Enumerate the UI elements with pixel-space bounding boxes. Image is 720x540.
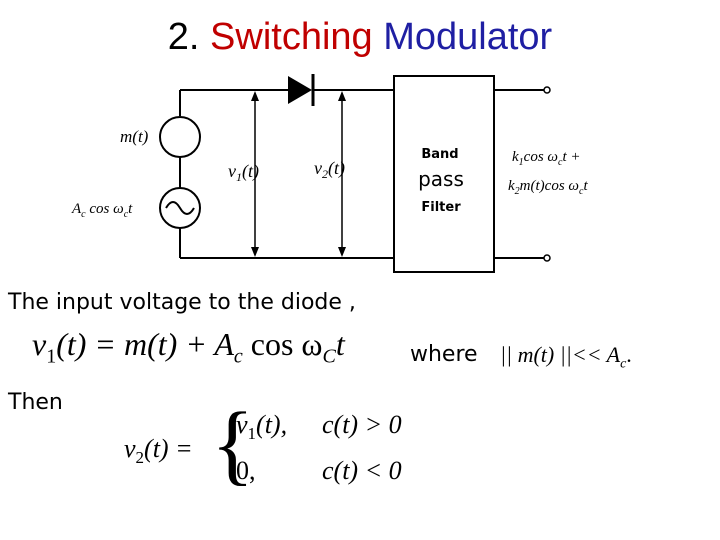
- where-label: where: [410, 342, 478, 367]
- output-terminal-top: [543, 86, 551, 94]
- v1-arrow-up: [251, 91, 259, 101]
- v1-label: v1(t): [228, 161, 259, 184]
- v1-arrow-down: [251, 247, 259, 257]
- output-term-2: k2m(t)cos ωct: [508, 178, 588, 197]
- v2-arrow-up: [338, 91, 346, 101]
- v2-label: v2(t): [314, 158, 345, 181]
- title-number: 2.: [167, 16, 200, 58]
- output-term-1: k1cos ωct +: [512, 149, 581, 168]
- diode-symbol: [288, 76, 312, 104]
- bpf-label-filter: Filter: [421, 200, 461, 215]
- output-terminal-bottom: [543, 254, 551, 262]
- band-pass-filter-box: [393, 75, 495, 273]
- input-voltage-sentence: The input voltage to the diode ,: [8, 290, 356, 315]
- bpf-label-pass: pass: [418, 167, 464, 191]
- equation-v2-case1-condition: c(t) > 0: [322, 410, 402, 439]
- bpf-label-band: Band: [421, 147, 458, 162]
- slide-title: 2. Switching Modulator: [0, 14, 720, 60]
- source-m-label: m(t): [120, 127, 149, 146]
- condition-expression: || m(t) ||<< Ac.: [500, 342, 632, 372]
- then-label: Then: [8, 390, 63, 415]
- equation-v2-case2: 0,: [236, 456, 256, 485]
- title-word-switching: Switching: [210, 16, 373, 58]
- title-word-modulator: Modulator: [383, 16, 553, 58]
- switching-modulator-circuit: m(t) Ac cos ωct v1(t) v2(t) Band pass Fi…: [71, 74, 588, 273]
- source-ac-label: Ac cos ωct: [71, 201, 133, 220]
- equation-v2-lhs: v2(t) =: [124, 434, 193, 468]
- equation-v2-brace: {: [211, 395, 255, 494]
- v2-arrow-down: [338, 247, 346, 257]
- equation-v2-case2-condition: c(t) < 0: [322, 456, 402, 485]
- source-m-circle: [159, 116, 201, 158]
- equation-v1: v1(t) = m(t) + Ac cos ωCt: [32, 326, 345, 368]
- equation-v2-case1: v1(t),: [236, 410, 288, 444]
- ac-sine-icon: [165, 201, 195, 215]
